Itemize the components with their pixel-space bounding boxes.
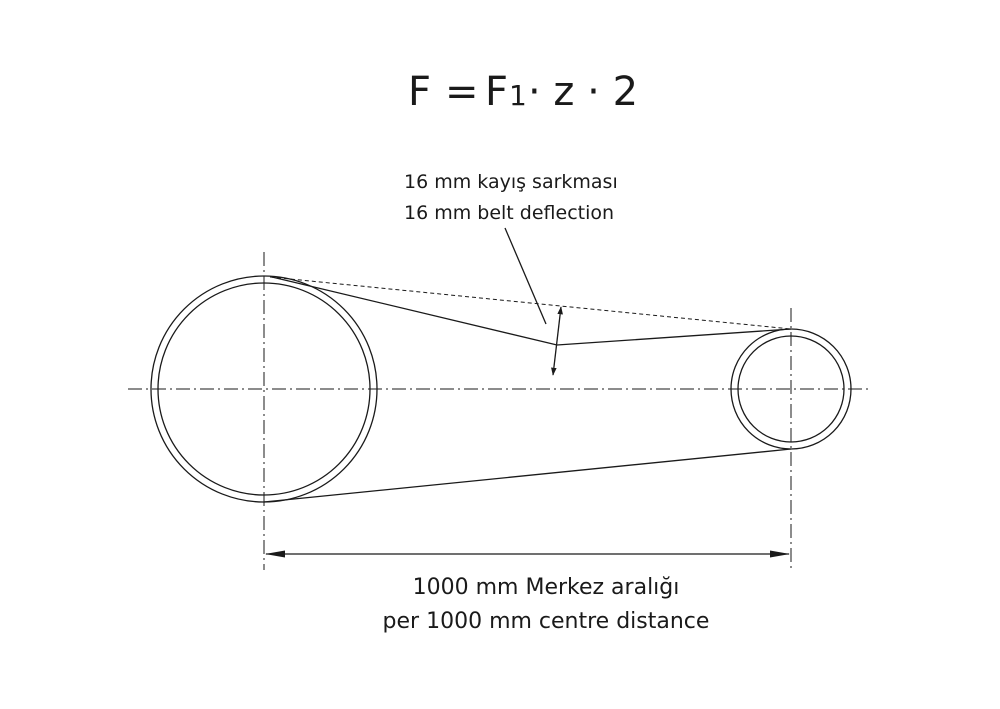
formula-f: F [485,69,508,115]
deflection-arrow [551,306,563,376]
large-pulley-inner-ring [157,282,371,496]
deflection-label-tr: 16 mm kayış sarkması [404,171,618,193]
formula-rest: · z · 2 [528,69,638,115]
formula-equals: = [445,69,479,115]
deflection-label-en: 16 mm belt deflection [404,202,614,224]
formula-subscript: 1 [509,79,527,112]
formula: F = F 1 · z · 2 [408,69,638,115]
centre-distance-label-en: per 1000 mm centre distance [383,609,710,634]
small-pulley-inner-ring [737,335,845,443]
formula-lhs: F [408,69,431,115]
deflected-upper-belt-span [271,276,792,346]
undeflected-belt-line [269,276,792,330]
lower-belt-span [263,448,792,503]
centre-distance-label-tr: 1000 mm Merkez aralığı [413,575,680,600]
deflection-leader-line [504,227,547,325]
